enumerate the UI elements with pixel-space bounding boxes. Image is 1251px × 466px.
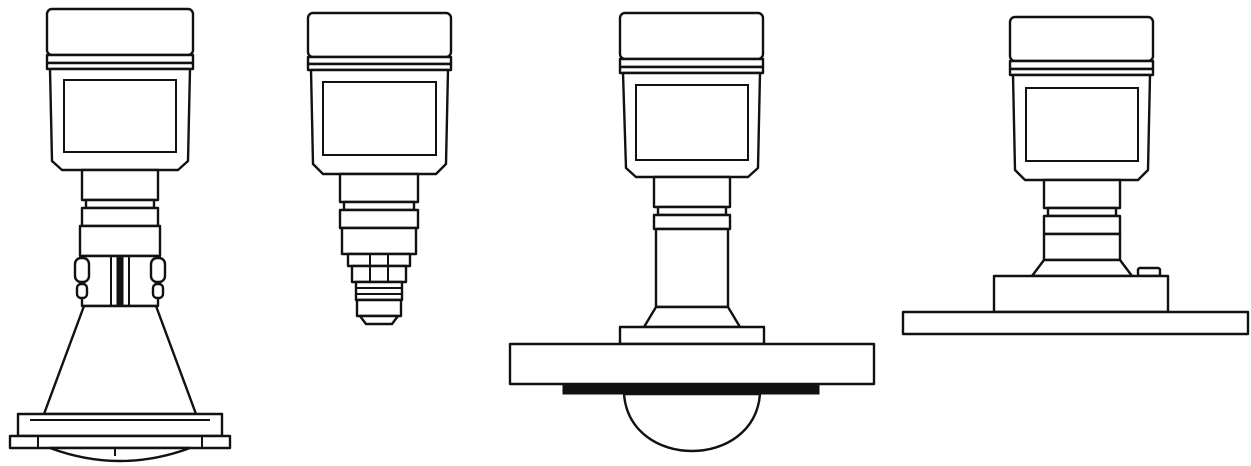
flange-3 — [508, 325, 876, 453]
neck-4 — [1030, 178, 1134, 278]
neck-2 — [338, 172, 420, 230]
flange-lens-sensor — [508, 11, 876, 453]
base-flange-1 — [8, 412, 232, 463]
horn-cone-1 — [42, 304, 198, 416]
neck-3 — [642, 175, 742, 329]
housing-2 — [306, 11, 453, 176]
clamp-1 — [73, 254, 167, 321]
flange-plate-4 — [901, 266, 1250, 336]
housing-3 — [618, 11, 765, 179]
flat-plate-flange-sensor — [901, 15, 1250, 336]
neck-1 — [78, 168, 162, 258]
thread-fitting-2 — [340, 226, 418, 326]
horn-antenna-sensor — [8, 7, 232, 463]
housing-4 — [1008, 15, 1155, 182]
housing-1 — [45, 7, 195, 172]
lens-3 — [622, 392, 762, 453]
threaded-rod-sensor — [306, 11, 453, 326]
